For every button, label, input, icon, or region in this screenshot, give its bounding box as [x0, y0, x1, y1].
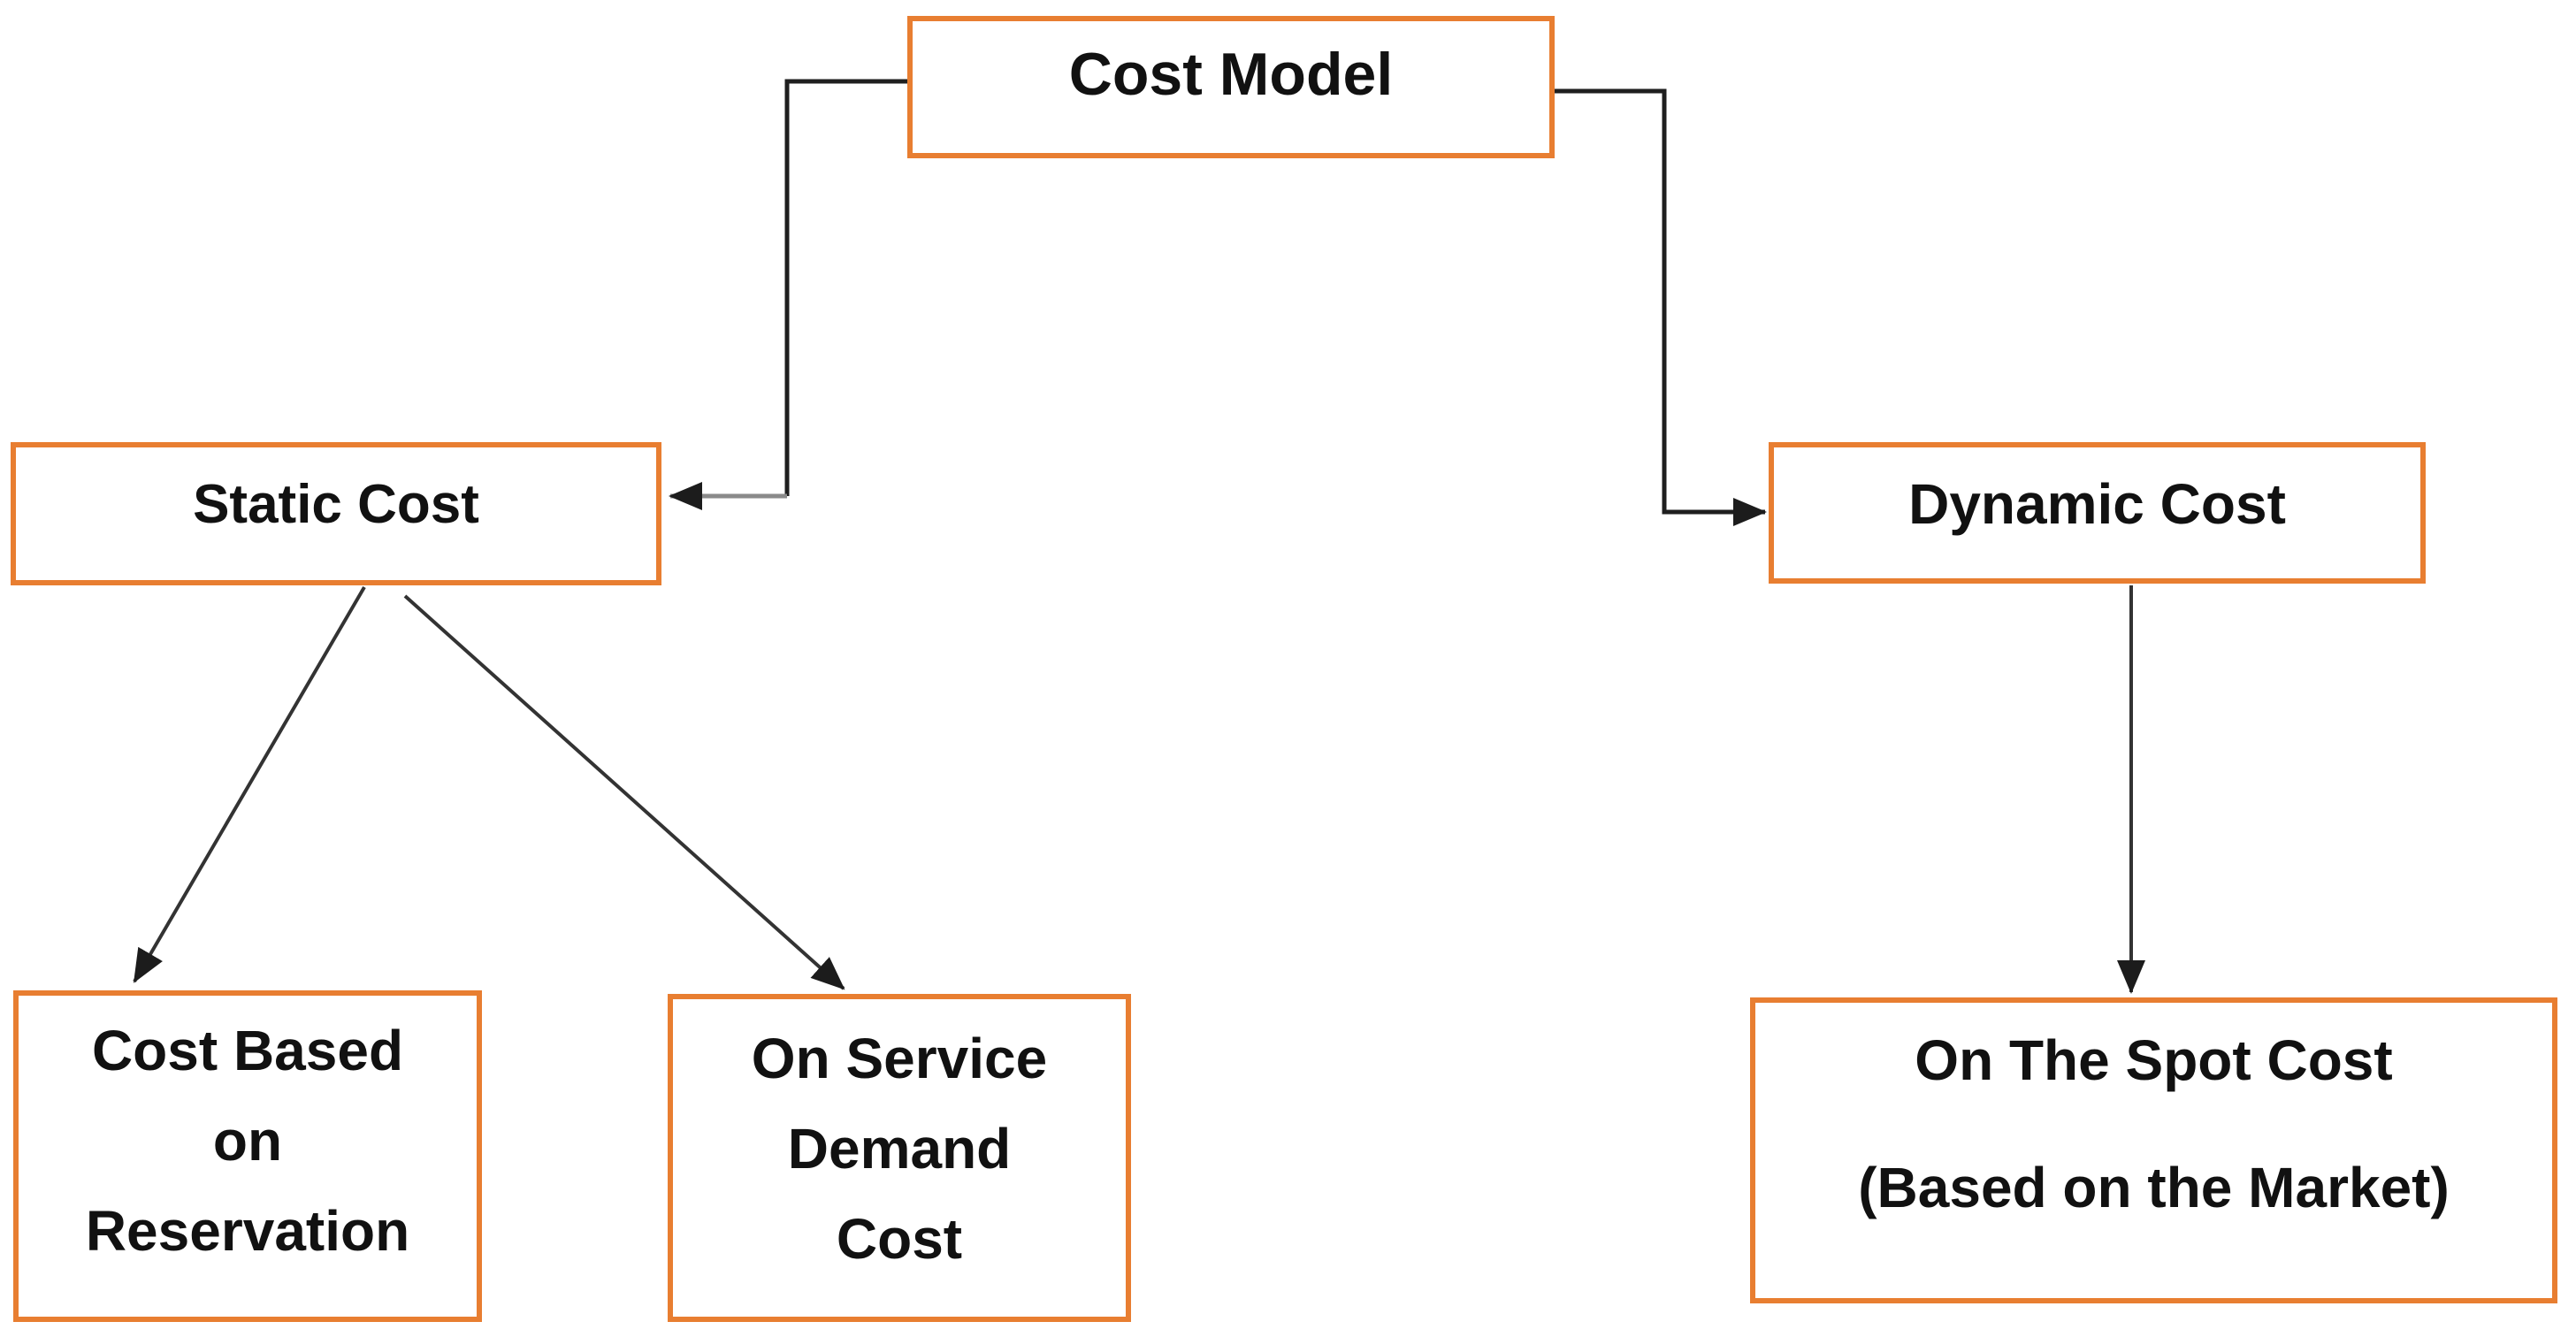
- node-on-service-demand-cost: On Service Demand Cost: [668, 994, 1131, 1322]
- node-dynamic-cost-label: Dynamic Cost: [1908, 472, 2286, 536]
- node-on-the-spot-cost: On The Spot Cost (Based on the Market): [1750, 997, 2557, 1303]
- node-on-the-spot-cost-label: On The Spot Cost (Based on the Market): [1858, 1028, 2450, 1219]
- node-dynamic-cost: Dynamic Cost: [1769, 442, 2426, 584]
- connector-staticcost-to-ondemand: [403, 594, 845, 990]
- node-cost-model-label: Cost Model: [1068, 40, 1394, 108]
- node-static-cost-label: Static Cost: [193, 473, 479, 535]
- node-cost-model: Cost Model: [907, 16, 1555, 158]
- connector-costmodel-to-staticcost: [784, 79, 907, 496]
- node-static-cost: Static Cost: [11, 442, 661, 585]
- node-cost-based-on-reservation-label: Cost Based on Reservation: [85, 1018, 410, 1263]
- connector-costmodel-to-dynamiccost: [1555, 88, 1767, 526]
- node-on-service-demand-cost-label: On Service Demand Cost: [751, 1026, 1048, 1271]
- connector-staticcost-to-reservation: [133, 585, 366, 983]
- node-cost-based-on-reservation: Cost Based on Reservation: [13, 990, 482, 1322]
